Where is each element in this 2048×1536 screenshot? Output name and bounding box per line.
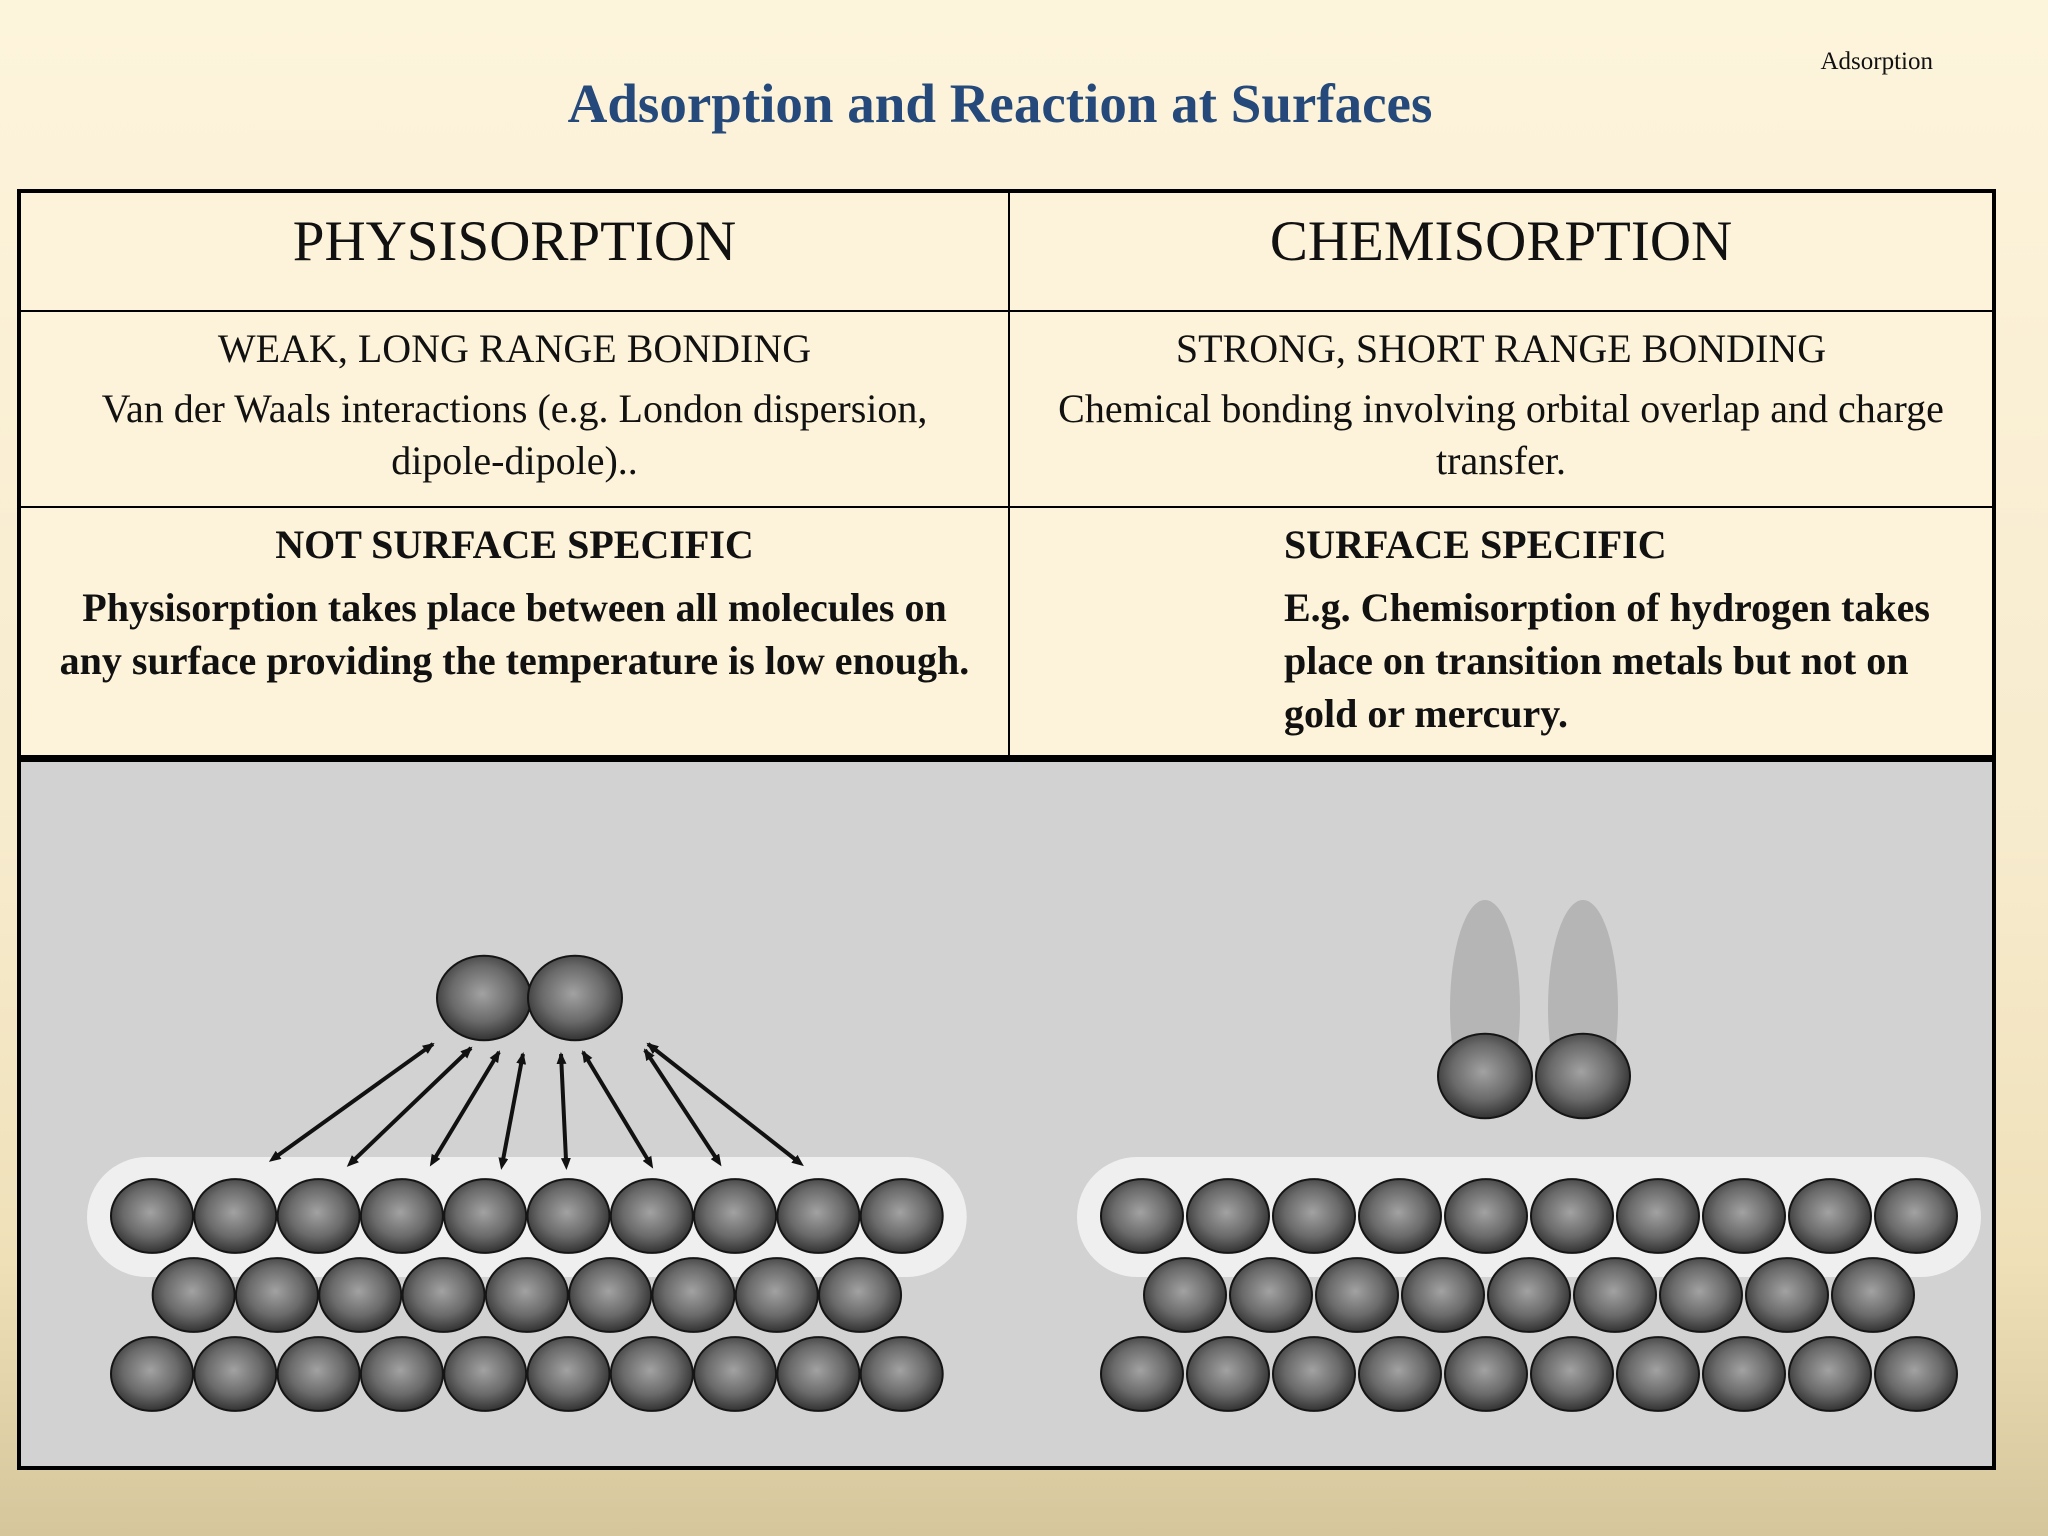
chemisorption-second-layer-atom — [1315, 1257, 1399, 1333]
physisorption-second-layer-atom — [318, 1257, 403, 1333]
physisorption-specificity-cell: NOT SURFACE SPECIFIC Physisorption takes… — [21, 523, 1008, 687]
physisorption-third-layer-atom — [359, 1336, 444, 1412]
physisorption-third-layer-atom — [776, 1336, 861, 1412]
chemisorption-second-layer-atom — [1229, 1257, 1313, 1333]
chemisorption-bonding-cell: STRONG, SHORT RANGE BONDING Chemical bon… — [1010, 327, 1992, 487]
interaction-arrow — [346, 1046, 473, 1167]
chemisorption-third-layer-atom — [1444, 1336, 1528, 1412]
physisorption-surface-atom — [193, 1178, 278, 1254]
chemisorption-third-layer-atom — [1874, 1336, 1958, 1412]
physisorption-surface-atom — [110, 1178, 194, 1254]
physisorption-surface-atom — [776, 1178, 861, 1254]
chemisorption-third-layer-atom — [1358, 1336, 1442, 1412]
physisorption-second-layer-atom — [818, 1257, 903, 1333]
physisorption-bonding-title: WEAK, LONG RANGE BONDING — [217, 326, 812, 371]
chemisorption-third-layer-atom — [1616, 1336, 1700, 1412]
physisorption-third-layer-atom — [693, 1336, 778, 1412]
chemisorption-second-layer-atom — [1659, 1257, 1743, 1333]
physisorption-bonding-cell: WEAK, LONG RANGE BONDING Van der Waals i… — [21, 327, 1008, 487]
chemisorption-specificity-cell: SURFACE SPECIFIC E.g. Chemisorption of h… — [1284, 523, 2004, 741]
physisorption-third-layer-atom — [859, 1336, 944, 1412]
chemisorption-surface-atom — [1788, 1178, 1872, 1254]
chemisorption-heading: CHEMISORPTION — [1269, 210, 1733, 273]
chemisorption-third-layer-atom — [1530, 1336, 1614, 1412]
physisorption-second-layer-atom — [151, 1257, 236, 1333]
physisorption-second-layer-atom — [651, 1257, 736, 1333]
physisorption-surface-atom — [443, 1178, 528, 1254]
interaction-arrow — [581, 1050, 654, 1169]
physisorption-specificity-title: NOT SURFACE SPECIFIC — [275, 522, 754, 567]
chemisorption-specificity-title: SURFACE SPECIFIC — [1284, 522, 1667, 567]
chemisorption-surface-atom — [1272, 1178, 1356, 1254]
chemisorption-surface-atom — [1530, 1178, 1614, 1254]
physisorption-bonding-line2: dipole-dipole).. — [391, 438, 638, 483]
physisorption-second-layer-atom — [401, 1257, 486, 1333]
chemisorption-third-layer-atom — [1702, 1336, 1786, 1412]
chemisorption-second-layer-atom — [1745, 1257, 1829, 1333]
chemisorption-surface-atom — [1358, 1178, 1442, 1254]
interaction-arrow — [646, 1042, 804, 1167]
physisorption-surface-atom — [859, 1178, 944, 1254]
physisorbed-molecule-atom — [527, 954, 623, 1042]
physisorption-second-layer-atom — [234, 1257, 319, 1333]
interaction-arrow — [268, 1042, 435, 1162]
page-title: Adsorption and Reaction at Surfaces — [567, 73, 1433, 134]
chemisorption-third-layer-atom — [1788, 1336, 1872, 1412]
physisorption-second-layer-atom — [568, 1257, 653, 1333]
physisorption-third-layer-atom — [526, 1336, 611, 1412]
chemisorption-second-layer-atom — [1401, 1257, 1485, 1333]
chemisorption-bonding-line2: transfer. — [1436, 438, 1566, 483]
chemisorption-second-layer-atom — [1573, 1257, 1657, 1333]
chemisorption-bonding-line1: Chemical bonding involving orbital overl… — [1058, 386, 1944, 431]
interaction-arrow — [556, 1052, 571, 1170]
chemisorbed-molecule-atom — [1437, 1032, 1533, 1120]
corner-label: Adsorption — [1820, 48, 1934, 75]
row-divider — [21, 506, 1992, 508]
physisorption-surface-atom — [276, 1178, 361, 1254]
chemisorption-specificity-line1: E.g. Chemisorption of hydrogen takes — [1284, 585, 1930, 630]
chemisorption-second-layer-atom — [1487, 1257, 1571, 1333]
physisorption-third-layer-atom — [193, 1336, 278, 1412]
chemisorption-second-layer-atom — [1143, 1257, 1227, 1333]
interaction-arrow — [643, 1048, 722, 1167]
column-divider — [1008, 193, 1010, 755]
chemisorption-third-layer-atom — [1186, 1336, 1270, 1412]
physisorbed-molecule-atom — [436, 954, 532, 1042]
chemisorption-surface-atom — [1874, 1178, 1958, 1254]
physisorption-surface-atom — [609, 1178, 694, 1254]
physisorption-heading: PHYSISORPTION — [292, 210, 737, 273]
chemisorption-third-layer-atom — [1100, 1336, 1184, 1412]
interaction-arrow — [429, 1050, 501, 1167]
comparison-table: PHYSISORPTION CHEMISORPTION WEAK, LONG R… — [17, 189, 1996, 759]
physisorption-specificity-line2: any surface providing the temperature is… — [59, 638, 970, 684]
physisorption-surface-atom — [693, 1178, 778, 1254]
physisorption-surface-atom — [359, 1178, 444, 1254]
chemisorbed-molecule-atom — [1535, 1032, 1631, 1120]
row-divider — [21, 310, 1992, 312]
chemisorption-specificity-line2: place on transition metals but not on — [1284, 638, 1909, 684]
chemisorption-surface-atom — [1100, 1178, 1184, 1254]
chemisorption-surface-atom — [1444, 1178, 1528, 1254]
physisorption-second-layer-atom — [734, 1257, 819, 1333]
physisorption-third-layer-atom — [276, 1336, 361, 1412]
physisorption-third-layer-atom — [609, 1336, 694, 1412]
physisorption-second-layer-atom — [484, 1257, 569, 1333]
physisorption-third-layer-atom — [443, 1336, 528, 1412]
physisorption-bonding-line1: Van der Waals interactions (e.g. London … — [101, 386, 928, 431]
chemisorption-third-layer-atom — [1272, 1336, 1356, 1412]
chemisorption-surface-atom — [1702, 1178, 1786, 1254]
physisorption-third-layer-atom — [110, 1336, 194, 1412]
physisorption-specificity-line1: Physisorption takes place between all mo… — [82, 585, 947, 630]
adsorption-diagram — [17, 758, 1996, 1470]
chemisorption-second-layer-atom — [1831, 1257, 1915, 1333]
chemisorption-surface-atom — [1186, 1178, 1270, 1254]
chemisorption-bonding-title: STRONG, SHORT RANGE BONDING — [1175, 326, 1827, 371]
interaction-arrow — [498, 1052, 527, 1170]
chemisorption-surface-atom — [1616, 1178, 1700, 1254]
chemisorption-specificity-line3: gold or mercury. — [1284, 691, 1569, 737]
physisorption-surface-atom — [526, 1178, 611, 1254]
diagram-canvas — [87, 900, 1981, 1412]
